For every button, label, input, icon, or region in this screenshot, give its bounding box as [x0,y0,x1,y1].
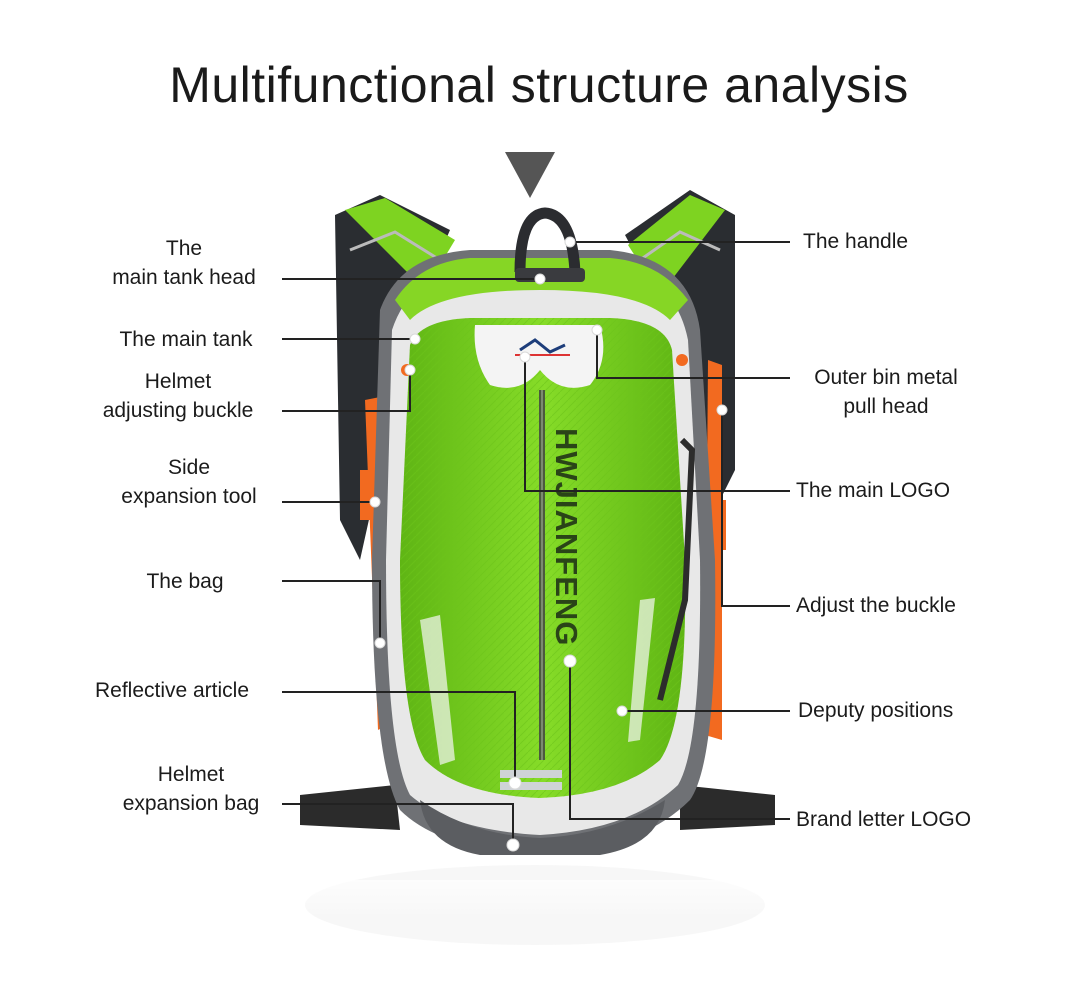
logo-patch [474,325,604,388]
label-the-handle: The handle [803,230,909,253]
brand-letter-logo: HWJIANFENG [549,428,584,646]
label-main-tank: The main tank [119,328,253,351]
label-deputy-positions: Deputy positions [798,699,954,722]
leader-lines [282,241,790,845]
callout-dots [369,236,728,852]
label-brand-letter-logo: Brand letter LOGO [796,808,972,831]
diagram-title: Multifunctional structure analysis [169,57,909,113]
reflective-strips [420,598,655,790]
side-pocket-zipper [657,437,696,701]
label-main-logo: The main LOGO [796,479,951,502]
floor-reflection [300,865,770,945]
label-the-bag: The bag [146,570,224,593]
helmet-expansion-bag [420,800,665,855]
down-triangle-icon [505,152,555,198]
label-reflective-article: Reflective article [94,679,250,702]
label-adjust-the-buckle: Adjust the buckle [796,594,956,617]
